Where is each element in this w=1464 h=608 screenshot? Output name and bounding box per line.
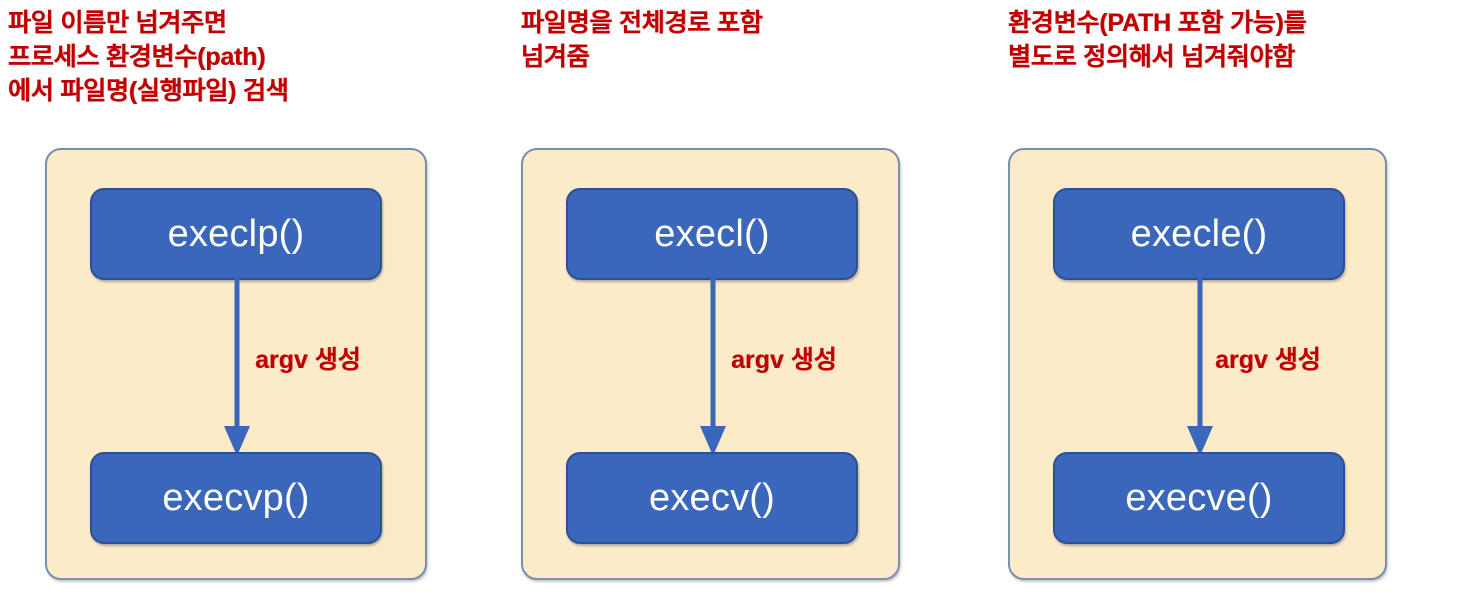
arrow-head xyxy=(700,426,726,456)
node-execv: execv() xyxy=(566,452,858,544)
caption-execle: 환경변수(PATH 포함 가능)를 별도로 정의해서 넘겨줘야함 xyxy=(1008,9,1307,71)
node-execlp: execlp() xyxy=(90,188,382,280)
node-execle-label: execle() xyxy=(1130,212,1268,255)
node-execve-label: execve() xyxy=(1125,476,1273,519)
node-execvp-label: execvp() xyxy=(162,476,310,519)
arrow-label-execlp: argv 생성 xyxy=(255,346,361,374)
node-execl: execl() xyxy=(566,188,858,280)
arrow-label-execle: argv 생성 xyxy=(1215,346,1321,374)
caption-execlp: 파일 이름만 넘겨주면 프로세스 환경변수(path) 에서 파일명(실행파일)… xyxy=(8,9,289,105)
caption-execl: 파일명을 전체경로 포함 넘겨줌 xyxy=(521,9,763,71)
arrow-head xyxy=(1187,426,1213,456)
arrow-label-execl: argv 생성 xyxy=(731,346,837,374)
node-execle: execle() xyxy=(1053,188,1345,280)
group-box-execl: execl() argv 생성 execv() xyxy=(521,148,900,580)
arrow-down-icon-execl xyxy=(700,276,726,456)
group-box-execle: execle() argv 생성 execve() xyxy=(1008,148,1387,580)
group-box-execlp: execlp() argv 생성 execvp() xyxy=(45,148,427,580)
node-execve: execve() xyxy=(1053,452,1345,544)
node-execv-label: execv() xyxy=(649,476,775,519)
node-execvp: execvp() xyxy=(90,452,382,544)
arrow-down-icon-execle xyxy=(1187,276,1213,456)
arrow-down-icon-execlp xyxy=(224,276,250,456)
arrow-head xyxy=(224,426,250,456)
node-execl-label: execl() xyxy=(654,212,770,255)
node-execlp-label: execlp() xyxy=(167,212,305,255)
